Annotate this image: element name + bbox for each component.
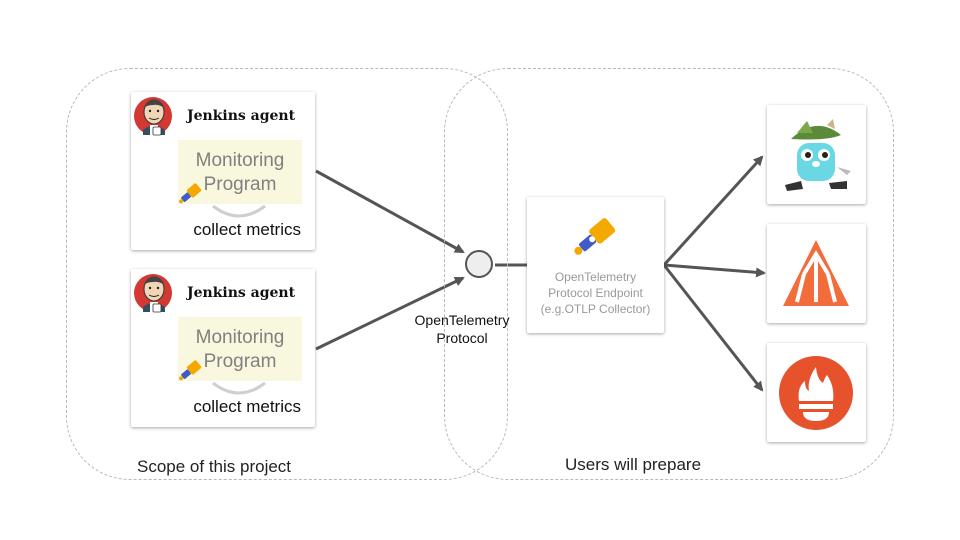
backend-card-gopher bbox=[767, 105, 866, 204]
jenkins-agent-card-1: Jenkins agent Monitoring Program collect… bbox=[131, 92, 315, 250]
elastic-apm-icon bbox=[783, 240, 849, 306]
collect-metrics-caption: collect metrics bbox=[193, 397, 301, 416]
protocol-label: OpenTelemetry Protocol bbox=[414, 312, 510, 346]
endpoint-label: OpenTelemetry Protocol Endpoint (e.g.OTL… bbox=[540, 270, 651, 316]
jenkins-agent-card-2: Jenkins agent Monitoring Program collect… bbox=[131, 269, 315, 427]
arrow-agent2-to-hub bbox=[315, 276, 465, 351]
project-scope-label: Scope of this project bbox=[137, 457, 292, 476]
gopher-mascot-icon bbox=[785, 119, 851, 191]
jenkins-butler-icon bbox=[134, 274, 172, 313]
opentelemetry-telescope-icon bbox=[179, 360, 202, 381]
agent-title: Jenkins agent bbox=[187, 285, 296, 301]
backend-card-prometheus bbox=[767, 343, 866, 442]
opentelemetry-telescope-icon bbox=[574, 218, 616, 255]
protocol-hub-node bbox=[465, 250, 493, 278]
arrow-endpoint-to-backend1 bbox=[662, 155, 764, 267]
agent-title: Jenkins agent bbox=[187, 108, 296, 124]
arrow-agent1-to-hub bbox=[315, 169, 465, 254]
project-scope-region bbox=[66, 68, 508, 480]
opentelemetry-telescope-icon bbox=[179, 183, 202, 204]
arrow-endpoint-to-backend3 bbox=[662, 264, 764, 392]
monitoring-program-label: Monitoring Program bbox=[195, 150, 285, 195]
prometheus-icon bbox=[779, 356, 853, 430]
feedback-loop-icon bbox=[212, 204, 266, 218]
feedback-loop-icon bbox=[212, 381, 266, 395]
jenkins-butler-icon bbox=[134, 97, 172, 136]
user-scope-region bbox=[444, 68, 894, 480]
arrow-endpoint-to-backend2 bbox=[663, 263, 766, 278]
collect-metrics-caption: collect metrics bbox=[193, 220, 301, 239]
monitoring-program-box: Monitoring Program bbox=[178, 140, 302, 204]
otlp-endpoint-card: OpenTelemetry Protocol Endpoint (e.g.OTL… bbox=[527, 197, 664, 333]
monitoring-program-label: Monitoring Program bbox=[195, 327, 285, 372]
user-scope-label: Users will prepare bbox=[565, 455, 702, 474]
backend-card-elastic-apm bbox=[767, 224, 866, 323]
monitoring-program-box: Monitoring Program bbox=[178, 317, 302, 381]
